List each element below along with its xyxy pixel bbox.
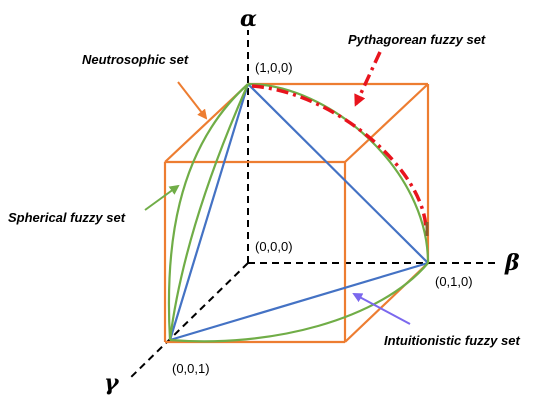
intuitionistic-arrow <box>352 293 411 325</box>
point-label-alpha: (1,0,0) <box>255 60 293 75</box>
spherical-arrow <box>144 184 180 211</box>
neutrosophic-label: Neutrosophic set <box>82 52 189 67</box>
pythagorean-arrow <box>354 51 382 107</box>
neutrosophic-cube <box>163 82 430 344</box>
spherical-label: Spherical fuzzy set <box>8 210 126 225</box>
intuitionistic-label: Intuitionistic fuzzy set <box>384 333 520 348</box>
intuitionistic-triangle <box>168 83 429 342</box>
pythagorean-label: Pythagorean fuzzy set <box>348 32 486 47</box>
point-label-gamma: (0,0,1) <box>172 361 210 376</box>
neutrosophic-arrow <box>177 81 208 120</box>
pythagorean-arc <box>251 84 428 231</box>
gamma-axis <box>127 262 249 381</box>
point-label-beta: (0,1,0) <box>435 274 473 289</box>
gamma-axis-label: γ <box>104 370 120 396</box>
point-label-origin: (0,0,0) <box>255 239 293 254</box>
beta-axis-label: β <box>504 250 520 276</box>
alpha-axis-label: α <box>240 6 257 32</box>
